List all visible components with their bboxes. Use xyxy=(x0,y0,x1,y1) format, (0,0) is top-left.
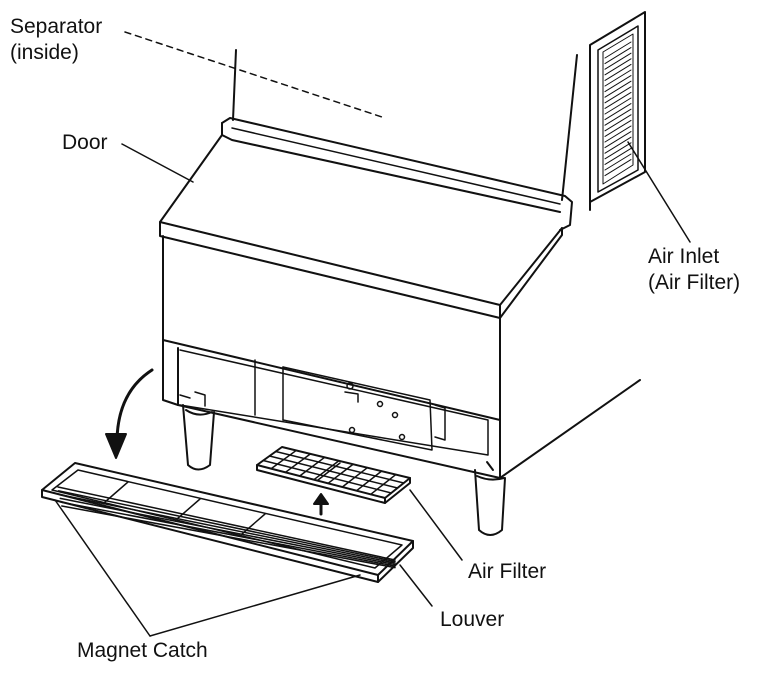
air-filter-panel xyxy=(256,446,411,504)
grille-slat xyxy=(604,103,632,121)
grille-slat xyxy=(604,153,632,171)
lower-opening xyxy=(179,349,489,456)
grille-slat xyxy=(604,91,632,109)
louver-slat xyxy=(57,486,396,561)
louver-panel xyxy=(41,462,414,583)
louver-slat xyxy=(58,493,396,564)
door-leader xyxy=(121,143,194,183)
grille-slat xyxy=(604,108,632,126)
air-inlet-label: Air Inlet (Air Filter) xyxy=(648,244,740,296)
magnet-catch-leader-left xyxy=(54,499,151,637)
louver-slat xyxy=(59,497,396,566)
magnet-catch-leader-right xyxy=(149,574,361,637)
grille-slat xyxy=(604,47,632,65)
air-filter-leader xyxy=(409,489,463,561)
air-inlet-leader xyxy=(627,141,691,243)
filter-mesh-line xyxy=(275,450,405,484)
louver-leader xyxy=(399,564,433,607)
removal-arrow xyxy=(105,368,154,459)
separator-label: Separator (inside) xyxy=(10,14,102,66)
bin-body xyxy=(162,227,641,479)
grille-slat xyxy=(604,159,632,177)
legs xyxy=(182,404,506,536)
air-inlet-label-line1: Air Inlet xyxy=(648,245,720,268)
grille-slat xyxy=(604,97,632,115)
grille-slat xyxy=(604,142,632,160)
louver-label: Louver xyxy=(440,608,505,631)
grille-slat xyxy=(604,58,632,76)
magnet-catch-label: Magnet Catch xyxy=(77,639,208,662)
filter-mesh-line xyxy=(268,455,399,489)
separator-label-line1: Separator xyxy=(10,15,103,38)
grille-slat xyxy=(604,75,632,93)
grille-slat xyxy=(604,131,632,149)
grille-slat xyxy=(604,136,632,154)
bin-door xyxy=(159,134,563,319)
grille-slat xyxy=(604,41,632,59)
grille-slat xyxy=(604,86,632,104)
air-inlet-grille xyxy=(589,11,646,211)
grille-slat xyxy=(604,119,632,137)
grille-slat xyxy=(604,125,632,143)
air-inlet-label-line2: (Air Filter) xyxy=(648,271,741,294)
grille-slat xyxy=(604,147,632,165)
leader-lines xyxy=(54,31,691,637)
filter-mesh-line xyxy=(262,459,392,494)
grille-slat xyxy=(604,69,632,87)
louver-slat xyxy=(60,501,396,567)
separator-label-line2: (inside) xyxy=(10,41,79,64)
louver-slat xyxy=(58,490,396,563)
filter-insert-arrow xyxy=(313,493,329,516)
louver-slat xyxy=(61,505,396,569)
separator-leader xyxy=(124,31,386,119)
top-rail xyxy=(221,117,573,231)
grille-slat xyxy=(604,52,632,70)
grille-slat xyxy=(604,80,632,98)
grille-slat xyxy=(604,114,632,132)
grille-slat xyxy=(604,63,632,81)
door-label: Door xyxy=(62,131,108,154)
machine-head xyxy=(232,49,578,201)
air-filter-label: Air Filter xyxy=(468,560,547,583)
